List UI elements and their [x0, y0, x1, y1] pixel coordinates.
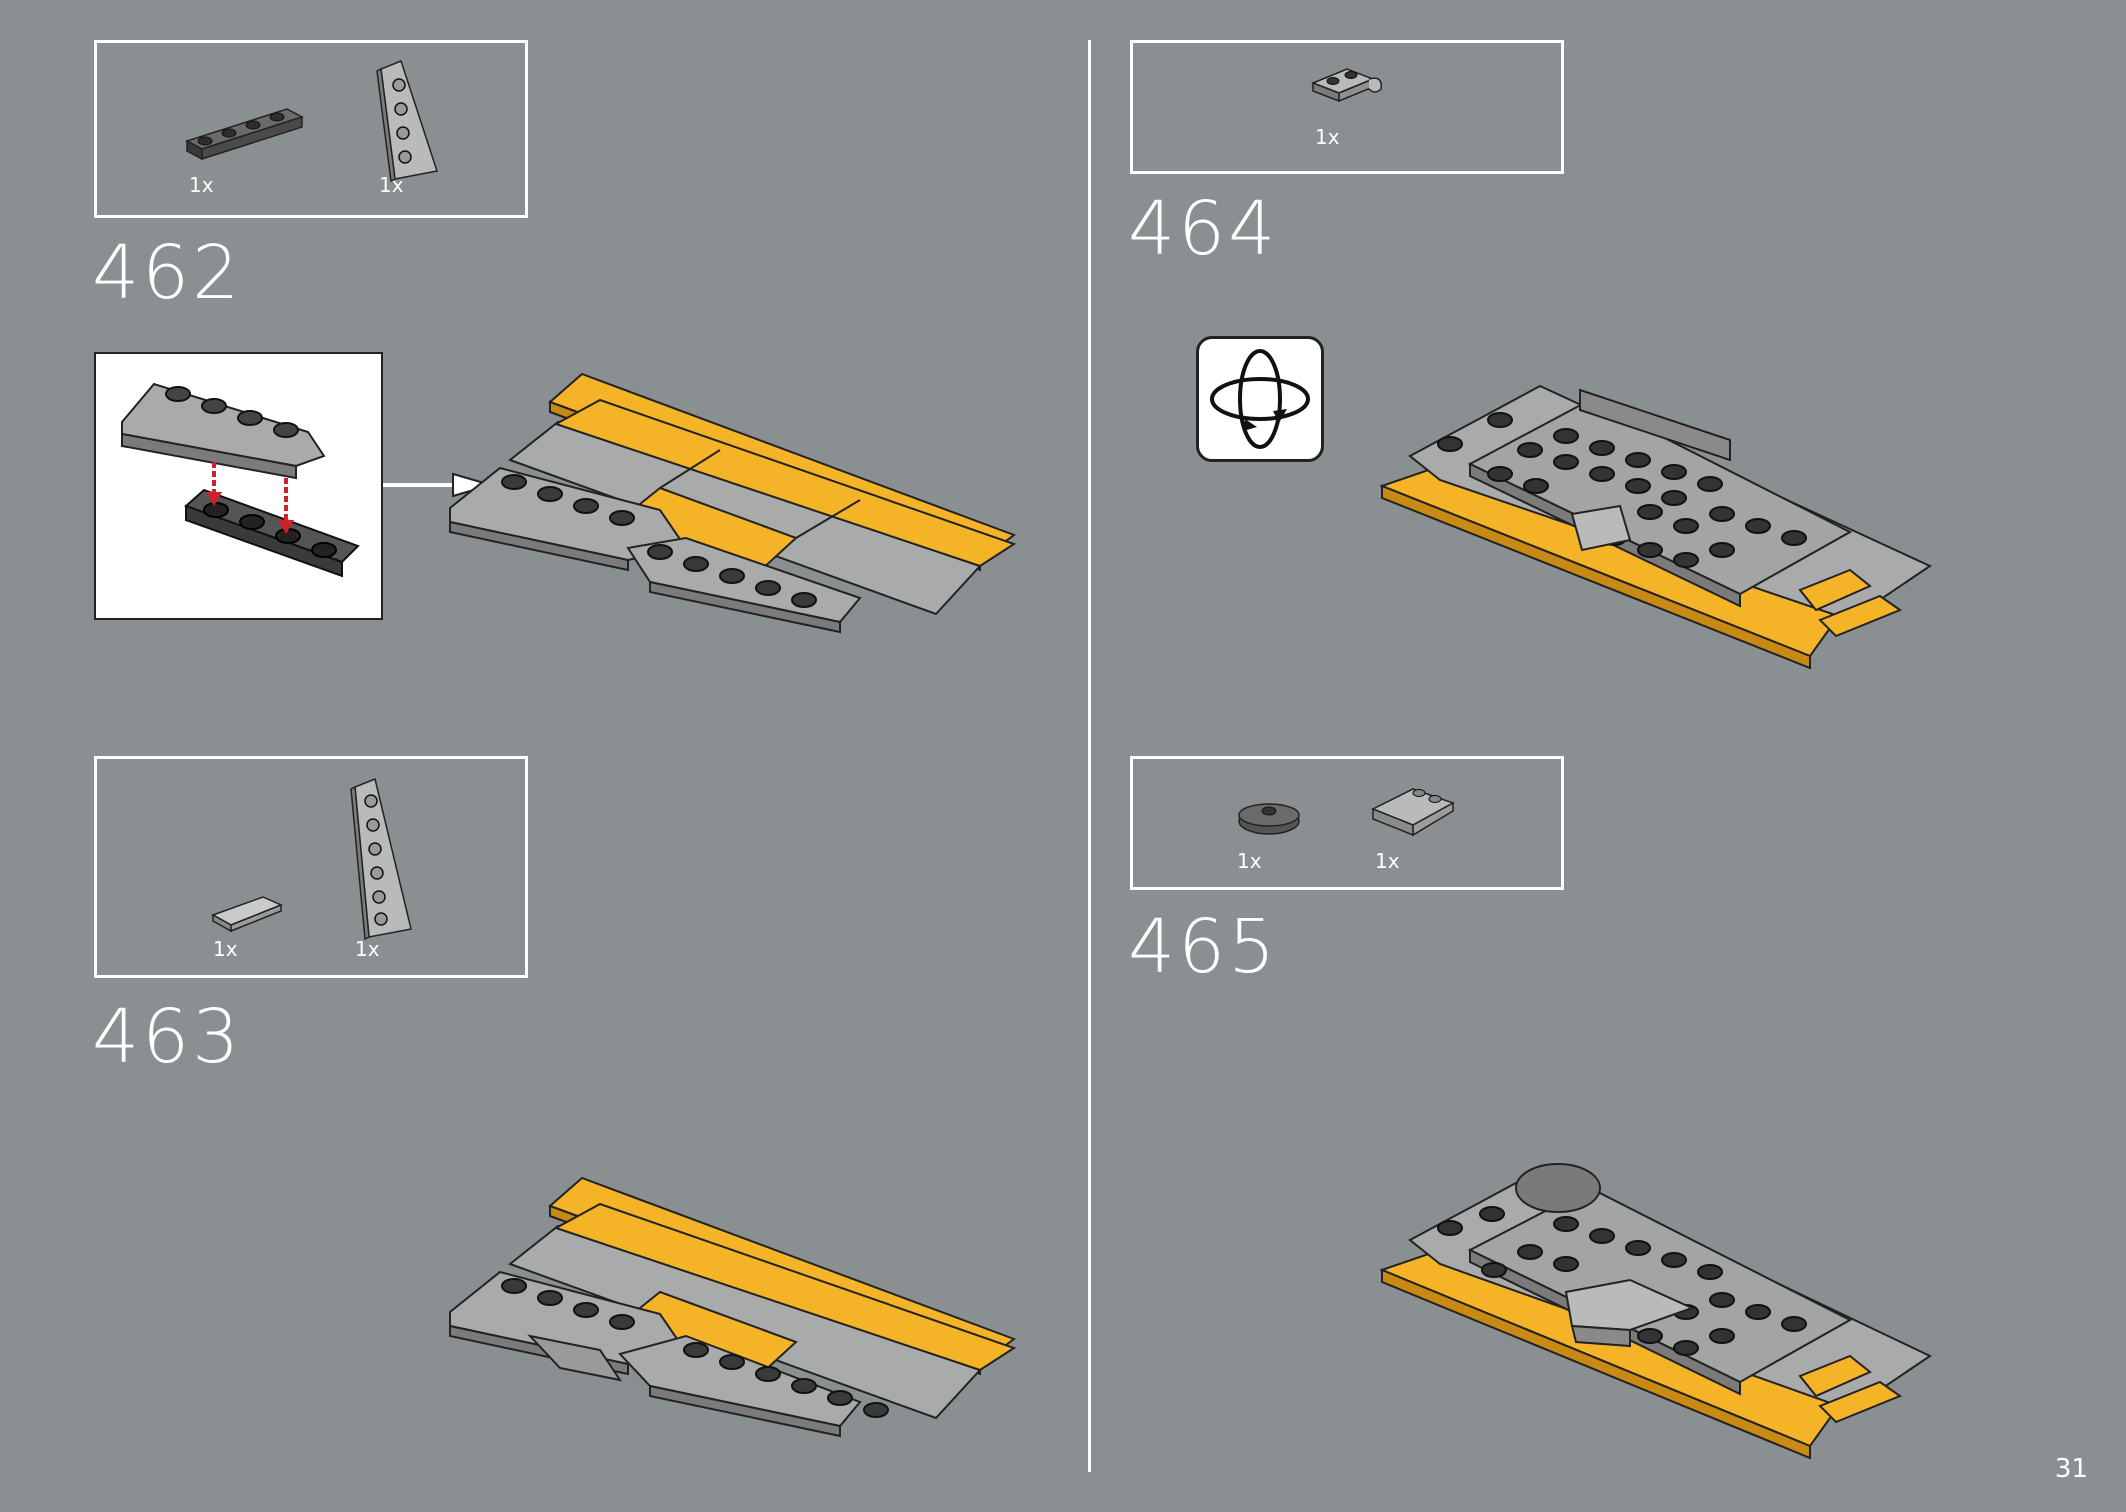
model-step-463: [449, 1176, 1017, 1438]
parts-list-462: 1x 1x: [94, 40, 528, 218]
qty-label: 1x: [1315, 125, 1340, 149]
inverted-slope-light-icon: [1371, 788, 1455, 837]
wedge-plate-long-light-icon: [350, 777, 412, 941]
step-number-465: 465: [1128, 904, 1279, 990]
step-number-464: 464: [1128, 186, 1279, 272]
round-plate-dark-icon: [1238, 803, 1300, 835]
parts-list-463: 1x 1x: [94, 756, 528, 978]
step-number-463: 463: [92, 994, 243, 1080]
step-number-462: 462: [92, 230, 243, 316]
clip-plate-light-icon: [1310, 68, 1382, 103]
plate-1x4-dark-icon: [185, 108, 304, 161]
sub-assembly-callout: [94, 352, 383, 620]
page-number: 31: [2054, 1454, 2088, 1484]
qty-label: 1x: [189, 173, 214, 197]
model-step-462: [449, 372, 1017, 634]
qty-label: 1x: [1375, 849, 1400, 873]
qty-label: 1x: [1237, 849, 1262, 873]
model-step-464: [1379, 384, 1933, 670]
parts-list-465: 1x 1x: [1130, 756, 1564, 890]
qty-label: 1x: [355, 937, 380, 961]
model-step-465: [1379, 1163, 1933, 1460]
wedge-plate-light-icon: [376, 60, 438, 183]
page-divider: [1088, 40, 1091, 1472]
parts-list-464: 1x: [1130, 40, 1564, 174]
qty-label: 1x: [379, 173, 404, 197]
qty-label: 1x: [213, 937, 238, 961]
callout-wedge-plate: [121, 382, 360, 578]
rotate-model-icon: [1196, 336, 1324, 462]
tile-1x2-light-icon: [211, 896, 283, 933]
